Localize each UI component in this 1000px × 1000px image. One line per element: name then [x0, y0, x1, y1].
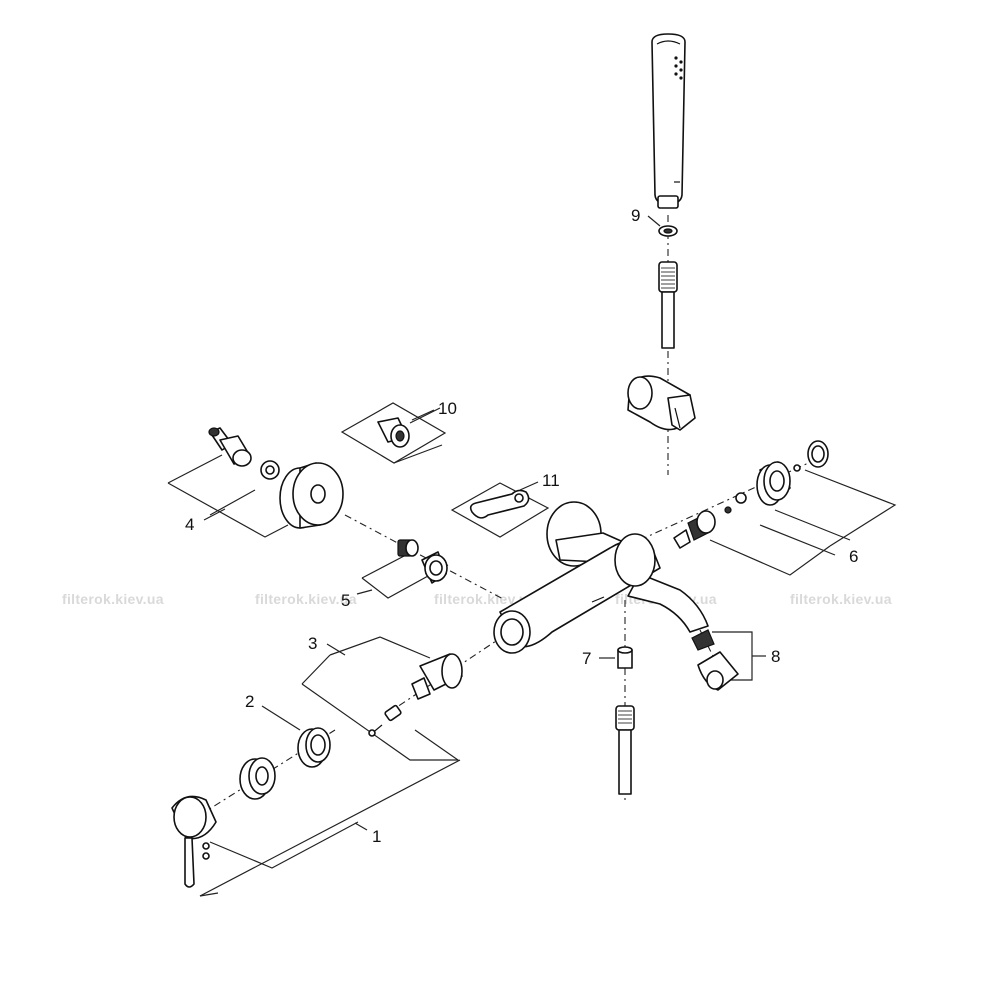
connector-4	[208, 427, 252, 467]
part-7-group	[599, 646, 633, 669]
shower-hose	[658, 261, 678, 349]
leader-lines	[203, 215, 661, 831]
part-1-group	[171, 757, 461, 897]
mixer-body	[493, 501, 709, 654]
part-10-group	[340, 402, 447, 464]
watermark-3: filterok.kiev.ua	[434, 591, 536, 607]
watermark-5: filterok.kiev.ua	[790, 591, 892, 607]
callout-4: 4	[185, 515, 194, 534]
part-8-group	[691, 629, 766, 691]
callout-5: 5	[341, 591, 350, 610]
escutcheon-4	[279, 462, 344, 529]
watermark-row: filterok.kiev.ua filterok.kiev.ua filter…	[62, 591, 892, 607]
shower-holder	[627, 375, 696, 431]
callout-1: 1	[372, 827, 381, 846]
lower-hose	[615, 705, 635, 795]
callout-numbers: 1 2 3 4 5 6 7 8 9 10 11	[185, 206, 858, 846]
watermark-1: filterok.kiev.ua	[62, 591, 164, 607]
callout-7: 7	[582, 649, 591, 668]
callout-9: 9	[631, 206, 640, 225]
callout-10: 10	[438, 399, 457, 418]
part-6-group	[673, 440, 897, 576]
part-5-group	[361, 539, 449, 599]
hand-shower	[651, 33, 686, 209]
callout-3: 3	[308, 634, 317, 653]
part-4-group	[167, 427, 344, 538]
part-3-group	[301, 636, 463, 761]
callout-11: 11	[542, 471, 560, 490]
callout-8: 8	[771, 647, 780, 666]
part-2-group	[297, 727, 331, 768]
callout-2: 2	[245, 692, 254, 711]
callout-6: 6	[849, 547, 858, 566]
part-11-group	[450, 482, 550, 538]
watermark-2: filterok.kiev.ua	[255, 591, 357, 607]
